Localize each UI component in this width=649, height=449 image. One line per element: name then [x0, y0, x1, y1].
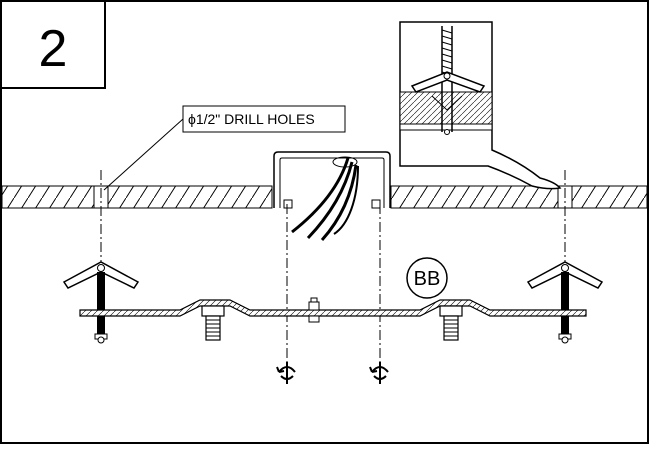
part-label-badge: BB — [406, 257, 448, 299]
step-number: 2 — [39, 20, 68, 78]
part-label: BB — [414, 268, 441, 290]
supply-wires — [291, 157, 359, 242]
junction-box — [273, 151, 391, 209]
mounting-bar — [79, 297, 587, 323]
center-lines — [100, 170, 566, 372]
threaded-stud-left — [201, 305, 225, 341]
drill-holes-callout: ϕ1/2" DRILL HOLES — [103, 105, 346, 191]
rotate-screw-icon — [276, 362, 296, 384]
rotate-screw-icon — [369, 362, 389, 384]
toggle-bolt-left — [62, 261, 140, 344]
step-number-box: 2 — [0, 0, 106, 89]
drill-holes-label: ϕ1/2" DRILL HOLES — [188, 111, 315, 127]
ceiling-section — [1, 185, 648, 209]
toggle-bolt-right — [526, 261, 604, 344]
threaded-stud-right — [439, 305, 463, 341]
toggle-bolt-detail-inset — [399, 21, 562, 190]
